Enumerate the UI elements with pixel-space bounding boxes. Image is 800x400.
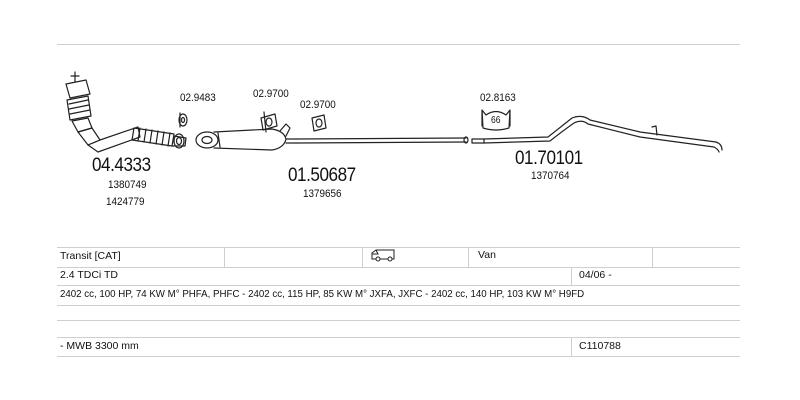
exhaust-system-drawing [65, 71, 723, 153]
part-code-02-9700-b: 02.9700 [300, 99, 336, 111]
part-code-front-pipe: 04.4333 [92, 155, 151, 176]
part-ref-front-pipe-2: 1424779 [106, 196, 145, 208]
engine-cell: 2.4 TDCi TD [60, 269, 118, 281]
part-ref-rear-pipe: 1370764 [531, 170, 570, 182]
hanger-label: 66 [491, 115, 501, 126]
part-code-02-9700-a: 02.9700 [253, 88, 289, 100]
van-icon [370, 248, 400, 265]
hanger-02-8163 [481, 109, 511, 131]
reference-cell: C110788 [579, 340, 621, 352]
date-cell: 04/06 - [579, 269, 612, 281]
wheelbase-cell: - MWB 3300 mm [60, 340, 139, 352]
part-code-centre-silencer: 01.50687 [288, 165, 356, 186]
intermediate-pipe [295, 136, 469, 144]
mount-02-9700-a [260, 111, 278, 133]
tail-pipe [471, 115, 723, 153]
part-code-02-9483: 02.9483 [180, 92, 216, 104]
body-type-cell: Van [478, 249, 496, 261]
part-ref-centre-silencer: 1379656 [303, 188, 342, 200]
catalytic-converter [65, 71, 141, 153]
exhaust-diagram: 02.9483 02.9700 02.9700 02.8163 66 04.43… [65, 71, 723, 208]
mount-02-9700-b [311, 114, 327, 132]
engine-specs-cell: 2402 cc, 100 HP, 74 KW M° PHFA, PHFC - 2… [60, 289, 585, 300]
mount-02-9483 [178, 112, 188, 128]
top-rule [57, 44, 740, 45]
model-cell: Transit [CAT] [60, 250, 121, 262]
centre-silencer [195, 123, 297, 151]
part-ref-front-pipe-1: 1380749 [108, 179, 147, 191]
flex-pipe [131, 127, 187, 147]
part-code-rear-pipe: 01.70101 [515, 148, 583, 169]
gasket-ring [173, 133, 185, 149]
part-code-02-8163: 02.8163 [480, 92, 516, 104]
